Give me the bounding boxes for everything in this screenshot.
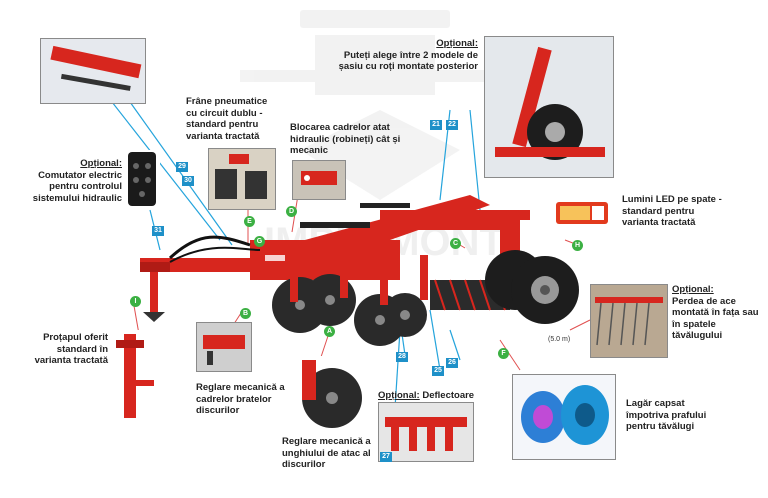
letter-tag: E [244,216,255,227]
led-light-photo [554,196,610,230]
callout-tine-curtain-text: Perdea de ace montată în fața sau în spa… [672,295,759,342]
attack-angle-photo [292,356,366,432]
number-tag: 29 [176,162,188,172]
optional-label: Opțional: [378,390,420,401]
number-tag: 26 [446,358,458,368]
callout-deflectors-text: Deflectoare [422,390,475,401]
frame-lock-photo [292,160,346,200]
number-tag: 31 [152,226,164,236]
number-tag: 22 [446,120,458,130]
callout-switch: Opțional: Comutator electric pentru cont… [14,158,122,204]
callout-attack-angle: Reglare mecanică a unghiului de atac al … [282,436,376,471]
rear-chassis-photo [484,36,614,178]
number-tag: 25 [432,366,444,376]
number-tag: 30 [182,176,194,186]
letter-tag: I [130,296,141,307]
callout-deflectors: Opțional: Deflectoare [378,390,498,402]
letter-tag: C [450,238,461,249]
number-tag: 21 [430,120,442,130]
callout-disc-frame: Reglare mecanică a cadrelor bratelor dis… [196,382,288,417]
disc-frame-adjust-photo [196,322,252,372]
optional-label: Opțional: [80,158,122,169]
callout-support-leg: Proțapul oferit standard în varianta tra… [22,332,108,367]
callout-switch-text: Comutator electric pentru controlul sist… [32,169,122,204]
callout-brakes-text: Frâne pneumatice cu circuit dublu - stan… [186,96,268,142]
callout-chassis: Opțional: Puteți alege între 2 modele de… [320,38,478,73]
callout-brakes: Frâne pneumatice cu circuit dublu - stan… [186,96,278,142]
number-tag: 27 [380,452,392,462]
pneumatic-brakes-photo [208,148,276,210]
letter-tag: F [498,348,509,359]
callout-support-leg-text: Proțapul oferit standard în varianta tra… [34,332,108,366]
callout-bearing: Lagăr capsat împotriva prafului pentru t… [626,398,726,433]
support-leg-photo [108,330,160,426]
dimension-note: (5.0 m) [548,336,571,343]
callout-led: Lumini LED pe spate - standard pentru va… [622,194,732,229]
callout-attack-angle-text: Reglare mecanică a unghiului de atac al … [282,436,371,470]
sealed-bearing-photo [512,374,616,460]
callout-frame-lock: Blocarea cadrelor atat hidraulic (robine… [290,122,410,157]
tine-curtain-photo [590,284,668,358]
electric-switch-photo [124,150,160,208]
letter-tag: H [572,240,583,251]
callout-frame-lock-text: Blocarea cadrelor atat hidraulic (robine… [290,122,401,156]
letter-tag: B [240,308,251,319]
callout-disc-frame-text: Reglare mecanică a cadrelor bratelor dis… [196,382,285,416]
letter-tag: A [324,326,335,337]
deflectors-photo [378,402,474,462]
optional-label: Opțional: [436,38,478,49]
optional-label: Opțional: [672,284,714,295]
hydraulic-cylinder-photo [40,38,146,104]
callout-bearing-text: Lagăr capsat împotriva prafului pentru t… [626,398,707,432]
callout-chassis-text: Puteți alege între 2 modele de șasiu cu … [338,49,478,73]
callout-tine-curtain: Opțional: Perdea de ace montată în fața … [672,284,764,342]
number-tag: 28 [396,352,408,362]
letter-tag: G [254,236,265,247]
letter-tag: D [286,206,297,217]
callout-led-text: Lumini LED pe spate - standard pentru va… [622,194,722,228]
